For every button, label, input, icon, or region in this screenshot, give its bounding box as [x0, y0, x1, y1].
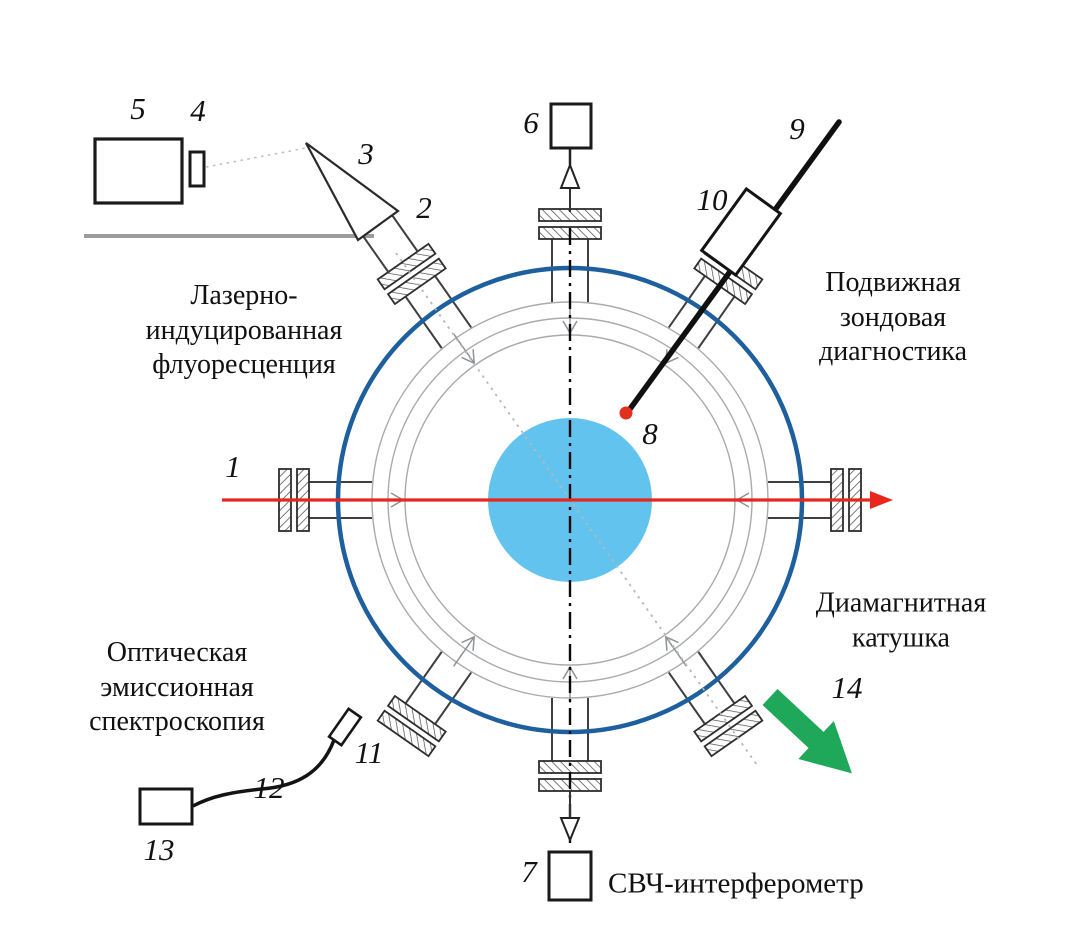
label-7: 7 — [521, 854, 538, 889]
label-10: 10 — [697, 182, 729, 217]
interferometer-box-7 — [547, 850, 593, 902]
probe-tip-8 — [619, 406, 633, 420]
laser-output-window-4 — [188, 150, 206, 188]
collection-optic-3 — [305, 142, 400, 242]
label-3: 3 — [357, 136, 374, 171]
label-5: 5 — [130, 91, 146, 126]
annotation-diamagnetic-coil: Диамагнитная катушка — [815, 587, 987, 653]
flow-arrow-14 — [762, 688, 852, 774]
laser-dotted-path — [205, 147, 307, 168]
label-14: 14 — [832, 670, 863, 705]
label-8: 8 — [642, 416, 658, 451]
port-upper-left — [376, 242, 483, 357]
viewing-tube-2-edge-b — [362, 235, 390, 274]
port-lower-right — [657, 643, 764, 758]
label-11: 11 — [355, 735, 384, 770]
label-6: 6 — [523, 105, 539, 140]
optical-fiber-12 — [192, 739, 336, 808]
probe-drive-box-10 — [699, 186, 783, 278]
annotation-movable-probe-diagnostics: Подвижная зондовая диагностика — [818, 266, 968, 368]
laser-box-5 — [93, 137, 184, 205]
spectrometer-box-13 — [138, 787, 194, 826]
label-1: 1 — [225, 449, 241, 484]
label-12: 12 — [254, 770, 285, 805]
annotation-microwave-interferometer: СВЧ-интерферометр — [608, 867, 864, 900]
beam-arrowhead — [870, 491, 893, 509]
interferometer-box-6 — [549, 102, 593, 150]
label-9: 9 — [789, 111, 805, 146]
label-2: 2 — [416, 190, 432, 225]
label-13: 13 — [144, 832, 175, 867]
port-top — [538, 208, 602, 303]
bottom-horn-antenna — [559, 817, 581, 843]
flow-arrow-group — [762, 688, 852, 774]
annotation-laser-induced-fluorescence: Лазерно- индуцированная флуоресценция — [145, 279, 343, 381]
label-4: 4 — [190, 93, 206, 128]
viewing-tube-2-edge-a — [391, 214, 419, 253]
annotation-optical-emission-spectroscopy: Оптическая эмиссионная спектроскопия — [89, 636, 265, 738]
probe-drive-group — [699, 186, 783, 278]
top-horn-antenna — [559, 162, 581, 189]
port-lower-left — [376, 643, 483, 758]
